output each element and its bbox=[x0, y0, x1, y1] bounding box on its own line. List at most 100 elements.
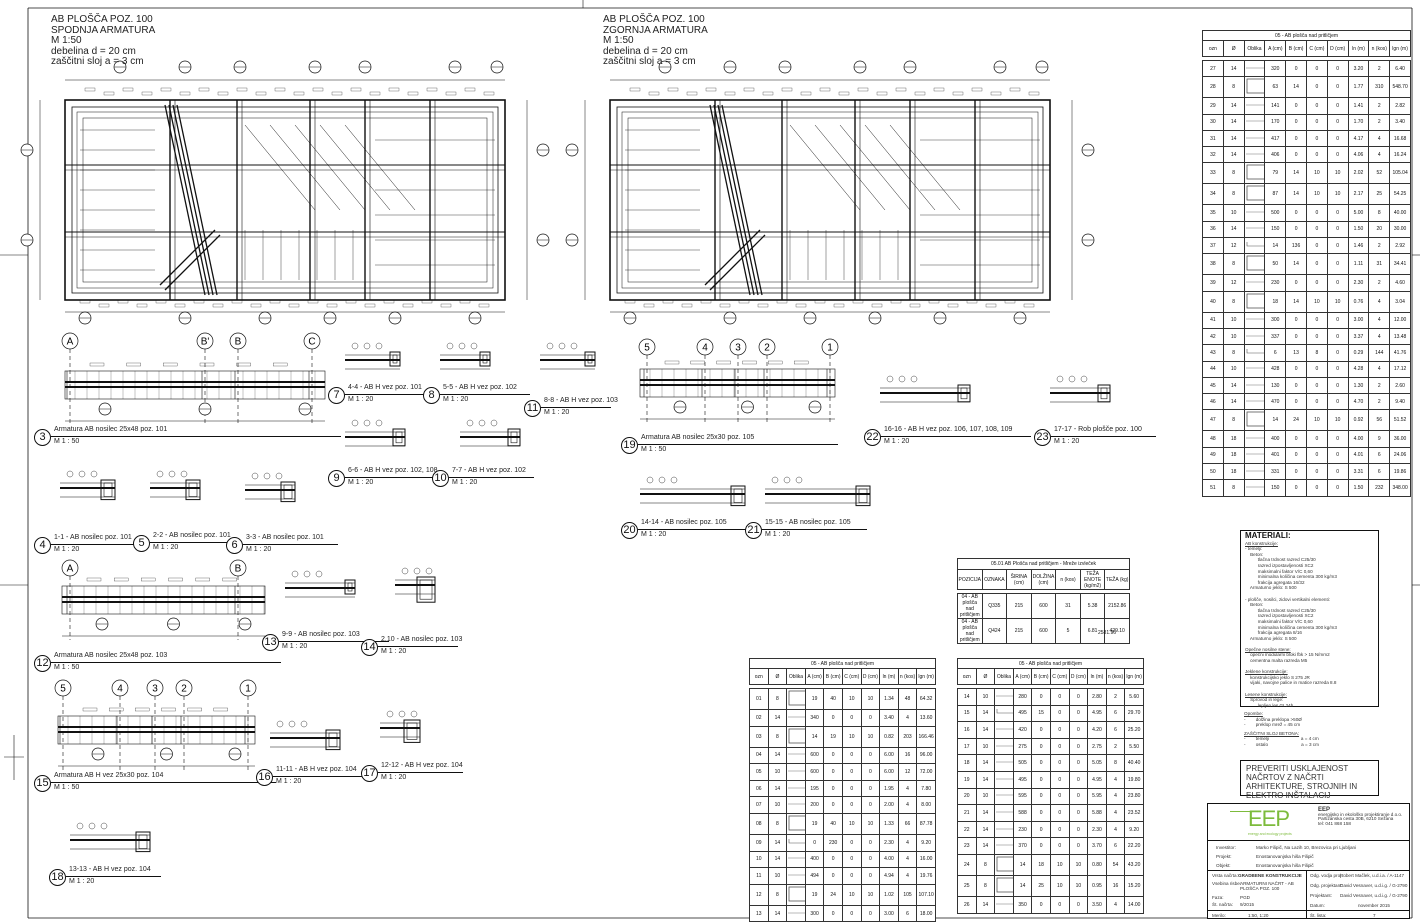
table-cell: 0 bbox=[1326, 113, 1349, 131]
table-cell: 310 bbox=[1368, 76, 1391, 99]
table-cell: 0 bbox=[823, 867, 843, 885]
bar-mark-bubble bbox=[490, 419, 498, 427]
table-cell: 35 bbox=[1202, 204, 1224, 222]
table-cell: 280 bbox=[1012, 688, 1033, 706]
table-cell: 0 bbox=[1305, 204, 1328, 222]
detail-scale: M 1 : 20 bbox=[1054, 438, 1080, 445]
table-cell: 0 bbox=[1068, 787, 1089, 806]
bar-shape-bar-icon bbox=[994, 895, 1014, 914]
distribution-rebar bbox=[814, 124, 886, 211]
detail-underline bbox=[378, 646, 458, 647]
table-cell: 10 bbox=[1305, 409, 1328, 432]
table-title-row: 05 - AB plošča nad pritličjem bbox=[749, 658, 936, 669]
table-cell: 470 bbox=[1264, 393, 1287, 411]
bar-mark-bubble bbox=[351, 419, 359, 427]
table-title-row: 05.01 AB Plošča nad pritličjem - Mreže i… bbox=[957, 558, 1130, 570]
table-cell: 0 bbox=[1031, 754, 1051, 772]
bar-mark-label bbox=[876, 91, 888, 96]
table-cell: 0 bbox=[1326, 376, 1349, 395]
title-block: EEP energy and ecology projects EEP ener… bbox=[1207, 803, 1410, 919]
bar-mark-label bbox=[857, 87, 869, 92]
detail-number: 17 bbox=[361, 765, 378, 782]
detail-number: 10 bbox=[432, 470, 449, 487]
coordination-warning: PREVERITI USKLAJENOST NAČRTOV Z NAČRTI A… bbox=[1240, 760, 1379, 800]
table-cell: 25 bbox=[1031, 874, 1051, 897]
bar-shape-bar-icon bbox=[1243, 393, 1266, 411]
plan-title-line: zaščitni sloj a = 3 cm bbox=[603, 56, 696, 67]
table-cell: 0 bbox=[1305, 253, 1328, 276]
table-cell: 42 bbox=[1202, 327, 1224, 346]
bar-shape-bar-icon bbox=[1243, 360, 1266, 378]
table-cell: 200 bbox=[804, 796, 825, 814]
bar-mark-bubble bbox=[1080, 375, 1088, 383]
table-cell: 51.52 bbox=[1389, 409, 1411, 432]
column-header: ŠIRINA (cm) bbox=[1006, 569, 1032, 590]
table-cell: 0.80 bbox=[1087, 853, 1107, 876]
table-cell: 12 bbox=[1222, 237, 1245, 255]
table-cell: 19 bbox=[804, 883, 825, 906]
distribution-rebar bbox=[319, 124, 391, 211]
investitor-value: Marko Filipič, Na Lazih 10, Brezovica pr… bbox=[1256, 845, 1357, 850]
table-cell: 337 bbox=[1264, 327, 1287, 346]
table-cell: 10 bbox=[1222, 360, 1245, 378]
detail-scale: M 1 : 20 bbox=[282, 643, 308, 650]
table-cell: 14 bbox=[975, 704, 996, 723]
bar-shape-stirrup-icon bbox=[786, 812, 806, 835]
bar-mark-label bbox=[273, 362, 288, 367]
table-gap bbox=[957, 684, 1144, 689]
table-cell: 0 bbox=[1285, 393, 1307, 411]
bar-shape-bar-icon bbox=[994, 770, 1014, 789]
bar-mark-label bbox=[814, 299, 826, 304]
table-cell: 14 bbox=[1285, 290, 1307, 313]
bar-mark-bubble bbox=[458, 342, 466, 350]
table-cell: 0 bbox=[1285, 311, 1307, 329]
table-cell: 8 bbox=[1222, 409, 1245, 432]
table-cell: 0.29 bbox=[1347, 344, 1370, 362]
table-cell: 1.30 bbox=[1347, 376, 1370, 395]
bar-mark-label bbox=[122, 87, 134, 92]
bar-mark-label bbox=[426, 87, 438, 92]
table-cell: 14 bbox=[767, 904, 788, 923]
table-cell: 0 bbox=[1326, 463, 1349, 481]
table-cell: 0 bbox=[1068, 754, 1089, 772]
detail-number: 22 bbox=[864, 429, 881, 446]
bar-mark-label bbox=[742, 360, 757, 365]
detail-title: Armatura AB nosilec 25x48 poz. 103 bbox=[54, 652, 168, 659]
bar-mark-bubble bbox=[375, 342, 383, 350]
detail-number: 23 bbox=[1034, 429, 1051, 446]
bar-mark-label bbox=[928, 299, 940, 304]
table-cell: 39 bbox=[1202, 274, 1224, 292]
table-cell: 5.88 bbox=[1087, 804, 1107, 822]
table-cell: 0 bbox=[1031, 895, 1051, 914]
bar-mark-label bbox=[1004, 299, 1016, 304]
bar-shape-bar-icon bbox=[1243, 59, 1266, 78]
table-cell: 8 bbox=[767, 812, 788, 835]
table-cell: 64.32 bbox=[916, 688, 936, 710]
table-cell: 23 bbox=[957, 837, 977, 855]
table-cell: 0 bbox=[860, 796, 881, 814]
bar-mark-label bbox=[369, 91, 381, 96]
detail-number: 4 bbox=[34, 537, 51, 554]
column-header: lgn (m) bbox=[1124, 668, 1144, 685]
diagonal-beam-rebar bbox=[713, 104, 755, 296]
stirrup bbox=[858, 488, 868, 503]
datum-value: november 2015 bbox=[1358, 903, 1390, 908]
table-cell: 13.48 bbox=[1389, 327, 1411, 346]
bar-mark-bubble bbox=[300, 720, 308, 728]
detail-number: 13 bbox=[262, 634, 279, 651]
table-cell: 03 bbox=[749, 725, 769, 748]
bar-shape-bar-icon bbox=[1243, 146, 1266, 164]
materials-line: Beton: bbox=[1245, 602, 1264, 608]
section-outline bbox=[1097, 384, 1111, 403]
table-cell: 4 bbox=[1368, 129, 1391, 148]
materials-line: tlačna trdnost razred C25/30 bbox=[1245, 607, 1316, 613]
section-outline bbox=[507, 428, 521, 447]
detail-title: Armatura AB H vez 25x30 poz. 104 bbox=[54, 772, 164, 779]
detail-scale: M 1 : 20 bbox=[641, 531, 667, 538]
bar-mark-label bbox=[440, 303, 452, 308]
table-cell: 20 bbox=[1368, 220, 1391, 239]
table-cell: 0.76 bbox=[1347, 290, 1370, 313]
